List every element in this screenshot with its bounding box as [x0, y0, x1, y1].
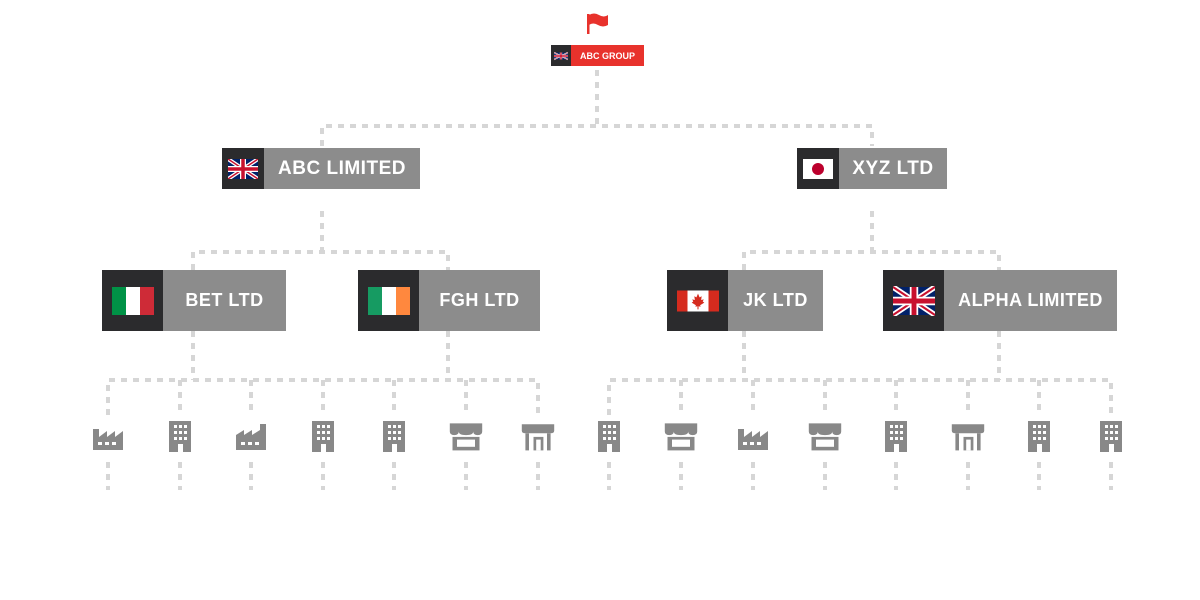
connector-root: [320, 70, 874, 146]
connector-right-bus: [607, 378, 1113, 415]
italy-flag-icon: [102, 270, 163, 331]
node-fgh-ltd[interactable]: FGH LTD: [358, 270, 540, 331]
storefront-icon: [950, 418, 986, 454]
store-icon: [807, 418, 843, 454]
node-alpha-limited[interactable]: ALPHA LIMITED: [883, 270, 1117, 331]
connector-xyz-ltd: [742, 211, 1001, 270]
node-label: BET LTD: [185, 290, 264, 310]
node-jk-ltd[interactable]: JK LTD: [667, 270, 823, 331]
united-kingdom-flag-icon: [883, 270, 944, 331]
office-building-icon: [305, 418, 341, 454]
factory-icon: [233, 418, 269, 454]
united-kingdom-flag-icon: [222, 148, 264, 189]
ireland-flag-icon: [358, 270, 419, 331]
node-label: ALPHA LIMITED: [958, 290, 1103, 310]
root-node-abc-group[interactable]: ABC GROUP: [551, 45, 644, 66]
japan-flag-icon: [797, 148, 839, 189]
storefront-icon: [520, 418, 556, 454]
office-building-icon: [162, 418, 198, 454]
canada-flag-icon: [667, 270, 728, 331]
node-label: XYZ LTD: [852, 157, 934, 179]
node-xyz-ltd[interactable]: XYZ LTD: [797, 148, 947, 189]
facility-tails: [106, 462, 1113, 490]
factory-icon: [90, 418, 126, 454]
office-building-icon: [1093, 418, 1129, 454]
office-building-icon: [1021, 418, 1057, 454]
node-label: FGH LTD: [439, 290, 520, 310]
office-building-icon: [878, 418, 914, 454]
connector-abc-limited: [191, 211, 450, 270]
connector-left-bus: [106, 378, 540, 415]
store-icon: [448, 418, 484, 454]
node-abc-limited[interactable]: ABC LIMITED: [222, 148, 420, 189]
office-building-icon: [591, 418, 627, 454]
node-label: ABC LIMITED: [278, 157, 406, 179]
root-node-label: ABC GROUP: [579, 50, 635, 61]
united-kingdom-flag-icon: [551, 45, 571, 66]
red-flag-icon: [586, 13, 610, 40]
store-icon: [663, 418, 699, 454]
node-label: JK LTD: [743, 290, 808, 310]
node-bet-ltd[interactable]: BET LTD: [102, 270, 286, 331]
factory-icon: [735, 418, 771, 454]
office-building-icon: [376, 418, 412, 454]
